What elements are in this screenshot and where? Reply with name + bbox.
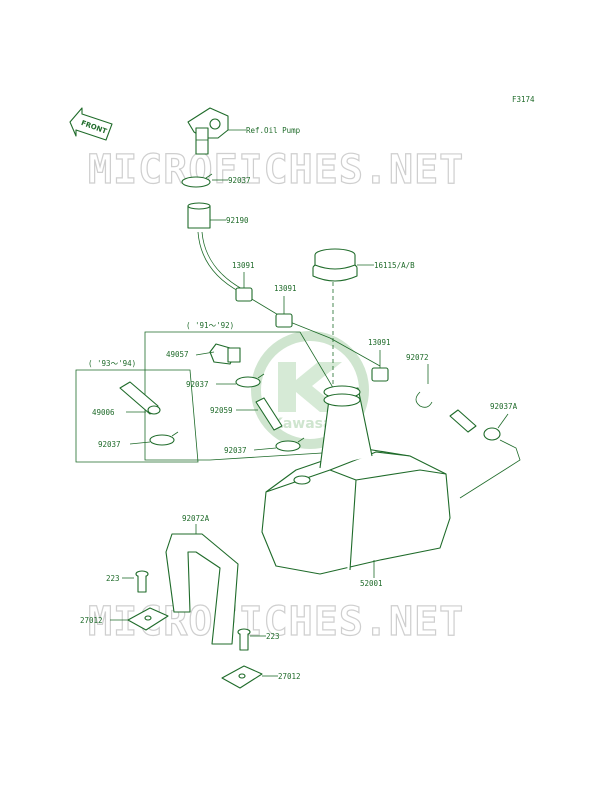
oil-pump-fitting bbox=[187, 107, 229, 155]
label-223-left: 223 bbox=[106, 574, 120, 583]
label-52001: 52001 bbox=[360, 579, 383, 588]
label-92072: 92072 bbox=[406, 353, 429, 362]
label-13091-a: 13091 bbox=[232, 261, 255, 270]
watermark-top: MICROFICHES.NET bbox=[88, 147, 464, 193]
hose-92190 bbox=[187, 202, 211, 229]
tank-cap-16115 bbox=[312, 248, 358, 282]
filter-49057 bbox=[209, 343, 241, 365]
label-92190: 92190 bbox=[226, 216, 249, 225]
grommet-13091-b bbox=[275, 313, 293, 328]
hose-92059 bbox=[255, 397, 283, 431]
nut-plate-27012-left bbox=[127, 607, 169, 631]
group-label-93-94: ( '93～'94) bbox=[88, 359, 136, 368]
label-92037-low: 92037 bbox=[224, 446, 247, 455]
clamp-92037a bbox=[483, 427, 501, 441]
label-92059: 92059 bbox=[210, 406, 233, 415]
bolt-223-left bbox=[135, 570, 149, 593]
bolt-223-right bbox=[237, 628, 251, 651]
breather-hose bbox=[449, 409, 477, 433]
label-13091-b: 13091 bbox=[274, 284, 297, 293]
label-223-right: 223 bbox=[266, 632, 280, 641]
clip-92072 bbox=[415, 391, 433, 408]
label-92037a: 92037A bbox=[490, 402, 518, 411]
figure-code: F3174 bbox=[512, 95, 535, 104]
label-27012-right: 27012 bbox=[278, 672, 301, 681]
clamp-92037-left bbox=[149, 431, 179, 446]
nut-plate-27012-right bbox=[221, 665, 263, 689]
label-92072a: 92072A bbox=[182, 514, 210, 523]
label-92037-top: 92037 bbox=[228, 176, 251, 185]
strap-92072a bbox=[165, 533, 239, 645]
front-arrow-icon: FRONT bbox=[69, 107, 113, 141]
label-92037-left: 92037 bbox=[98, 440, 121, 449]
label-16115: 16115/A/B bbox=[374, 261, 415, 270]
group-label-91-92: ( '91～'92) bbox=[186, 321, 234, 330]
clamp-92037-mid bbox=[235, 373, 265, 388]
label-oil-pump: Ref.Oil Pump bbox=[246, 126, 301, 135]
label-49006: 49006 bbox=[92, 408, 115, 417]
label-13091-c: 13091 bbox=[368, 338, 391, 347]
grommet-13091-c bbox=[371, 367, 389, 382]
grommet-13091-a bbox=[235, 287, 253, 302]
label-49057: 49057 bbox=[166, 350, 189, 359]
clamp-92037-low bbox=[275, 437, 305, 452]
label-27012-left: 27012 bbox=[80, 616, 103, 625]
clamp-92037-top bbox=[181, 173, 213, 188]
label-92037-mid: 92037 bbox=[186, 380, 209, 389]
strainer-49006 bbox=[119, 381, 161, 415]
oil-tank-52001 bbox=[261, 385, 451, 575]
